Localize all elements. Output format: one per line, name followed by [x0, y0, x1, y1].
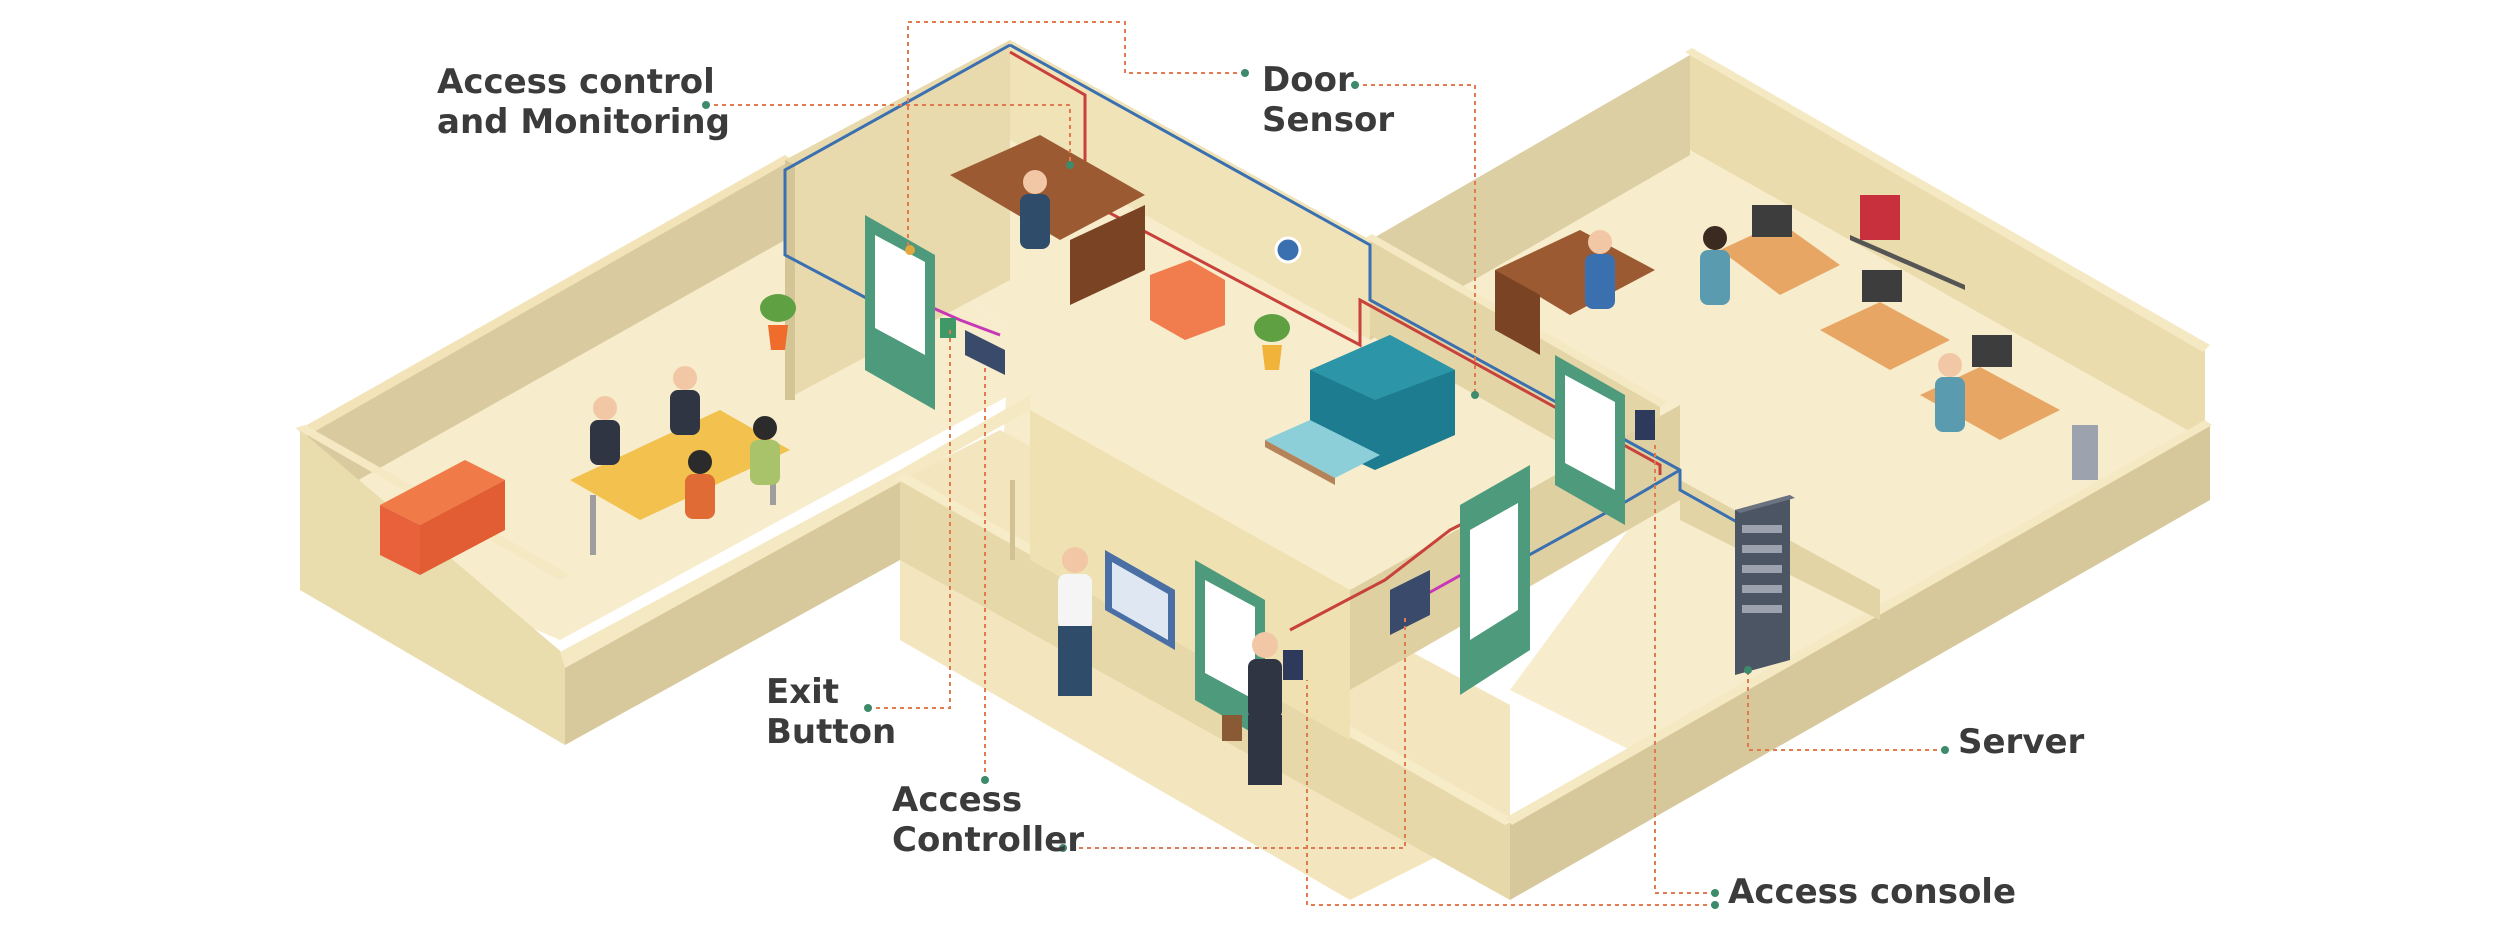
leader-door-sensor-a — [907, 21, 1245, 250]
front-wall-left-right-top — [560, 395, 1030, 668]
right-back-wall-right — [1690, 55, 2205, 440]
wall-clock-icon — [1274, 236, 1302, 264]
label-access-console-line1: Access console — [1728, 872, 2017, 912]
person-workstation-1-icon — [1700, 226, 1730, 305]
furniture — [380, 135, 2098, 575]
dot-access-controller-b — [1059, 844, 1067, 852]
dot-access-controller-a — [981, 776, 989, 784]
leader-exit-button — [868, 330, 951, 709]
server-rack-icon — [1735, 495, 1795, 675]
label-door-sensor-line1: Door — [1262, 60, 1354, 100]
label-door-sensor: Door Sensor — [1262, 60, 1394, 140]
label-access-monitoring-line1: Access control — [437, 62, 715, 102]
access-controller-icon — [965, 330, 1005, 375]
dot-access-monitoring-end — [1066, 161, 1074, 169]
water-cooler-icon — [2072, 425, 2098, 480]
dot-door-sensor-b — [1351, 81, 1359, 89]
label-exit-button-line1: Exit — [766, 672, 840, 712]
label-access-console: Access console — [1728, 872, 2016, 912]
corridor-inner-wall — [1010, 480, 1015, 560]
red-cabinet-icon — [380, 460, 505, 575]
card-reader-entrance-icon — [1283, 650, 1303, 680]
right-front-wall — [1510, 425, 2210, 900]
corridor-back-wall — [1030, 410, 1350, 740]
left-back-wall-top — [298, 155, 792, 437]
door-office — [1555, 355, 1625, 525]
person-visitor-icon — [1058, 547, 1092, 696]
desk-top-office-icon — [950, 135, 1145, 305]
dot-access-console-a — [1711, 889, 1719, 897]
leader-lines — [706, 21, 1945, 906]
person-workstation-2-icon — [1935, 353, 1965, 432]
leader-access-controller-b — [1063, 615, 1406, 849]
label-door-sensor-line2: Sensor — [1262, 100, 1395, 140]
front-wall-left-right — [565, 480, 900, 745]
central-back-wall-left — [785, 40, 1010, 400]
label-access-controller-line2: Controller — [892, 820, 1085, 860]
right-back-wall-left — [1370, 55, 1690, 340]
person-meeting-4-icon — [685, 450, 715, 519]
desk-right-office-icon — [1495, 230, 1655, 355]
devices — [940, 236, 1795, 680]
coffee-table-icon — [1265, 420, 1380, 485]
doors — [865, 215, 1625, 740]
door-corridor — [1460, 465, 1530, 695]
dot-server-end — [1744, 666, 1752, 674]
right-front-wall-top — [1505, 420, 2212, 825]
right-back-wall-top — [1685, 48, 2210, 352]
leader-access-console-b — [1306, 680, 1715, 906]
partition-meeting — [785, 160, 795, 400]
red-shelf-icon — [1150, 260, 1225, 340]
front-wall-left — [300, 430, 565, 745]
person-office-desk-icon — [1585, 230, 1615, 309]
label-server: Server — [1958, 722, 2084, 762]
bookshelf-icon — [1850, 195, 1965, 290]
plant-icon — [760, 294, 796, 350]
dot-access-monitoring — [702, 101, 710, 109]
label-access-controller-line1: Access — [892, 780, 1023, 820]
access-controller-icon-2 — [1390, 570, 1430, 635]
person-monitoring-icon — [1020, 170, 1050, 249]
label-access-controller: Access Controller — [892, 780, 1084, 860]
central-back-wall-right-face — [1010, 40, 1370, 340]
person-entering-icon — [1222, 632, 1282, 785]
plant-icon-2 — [1254, 314, 1290, 370]
door-sensor-icon — [905, 245, 915, 255]
exit-button-icon — [940, 318, 956, 338]
label-access-monitoring: Access control and Monitoring — [437, 62, 730, 142]
cable-blue-right — [1009, 43, 1761, 537]
leader-dots — [702, 69, 1949, 909]
leader-server — [1747, 670, 1945, 751]
card-reader-icon — [1635, 410, 1655, 440]
dot-door-sensor-a — [1241, 69, 1249, 77]
person-meeting-2-icon — [670, 366, 700, 435]
label-exit-button-line2: Button — [766, 712, 897, 752]
people — [590, 170, 1965, 785]
dot-server — [1941, 746, 1949, 754]
cable-red-main — [1009, 50, 1662, 475]
leader-access-console-a — [1654, 445, 1715, 894]
label-server-line1: Server — [1958, 722, 2085, 762]
label-access-monitoring-line2: and Monitoring — [437, 102, 730, 142]
leader-access-monitoring — [706, 104, 1071, 165]
left-back-wall — [305, 160, 785, 510]
leader-door-sensor-b — [1355, 84, 1476, 395]
sofa-icon — [1310, 335, 1455, 470]
cable-blue-main — [783, 43, 1011, 302]
dot-access-console-b — [1711, 901, 1719, 909]
door-meeting-room — [865, 215, 935, 410]
door-entrance — [1195, 560, 1265, 740]
label-exit-button: Exit Button — [766, 672, 896, 752]
dot-exit-button — [864, 704, 872, 712]
person-meeting-3-icon — [750, 416, 780, 485]
wall-monitor-icon — [1105, 550, 1175, 650]
person-meeting-1-icon — [590, 396, 620, 465]
dot-door-sensor-end — [1471, 391, 1479, 399]
